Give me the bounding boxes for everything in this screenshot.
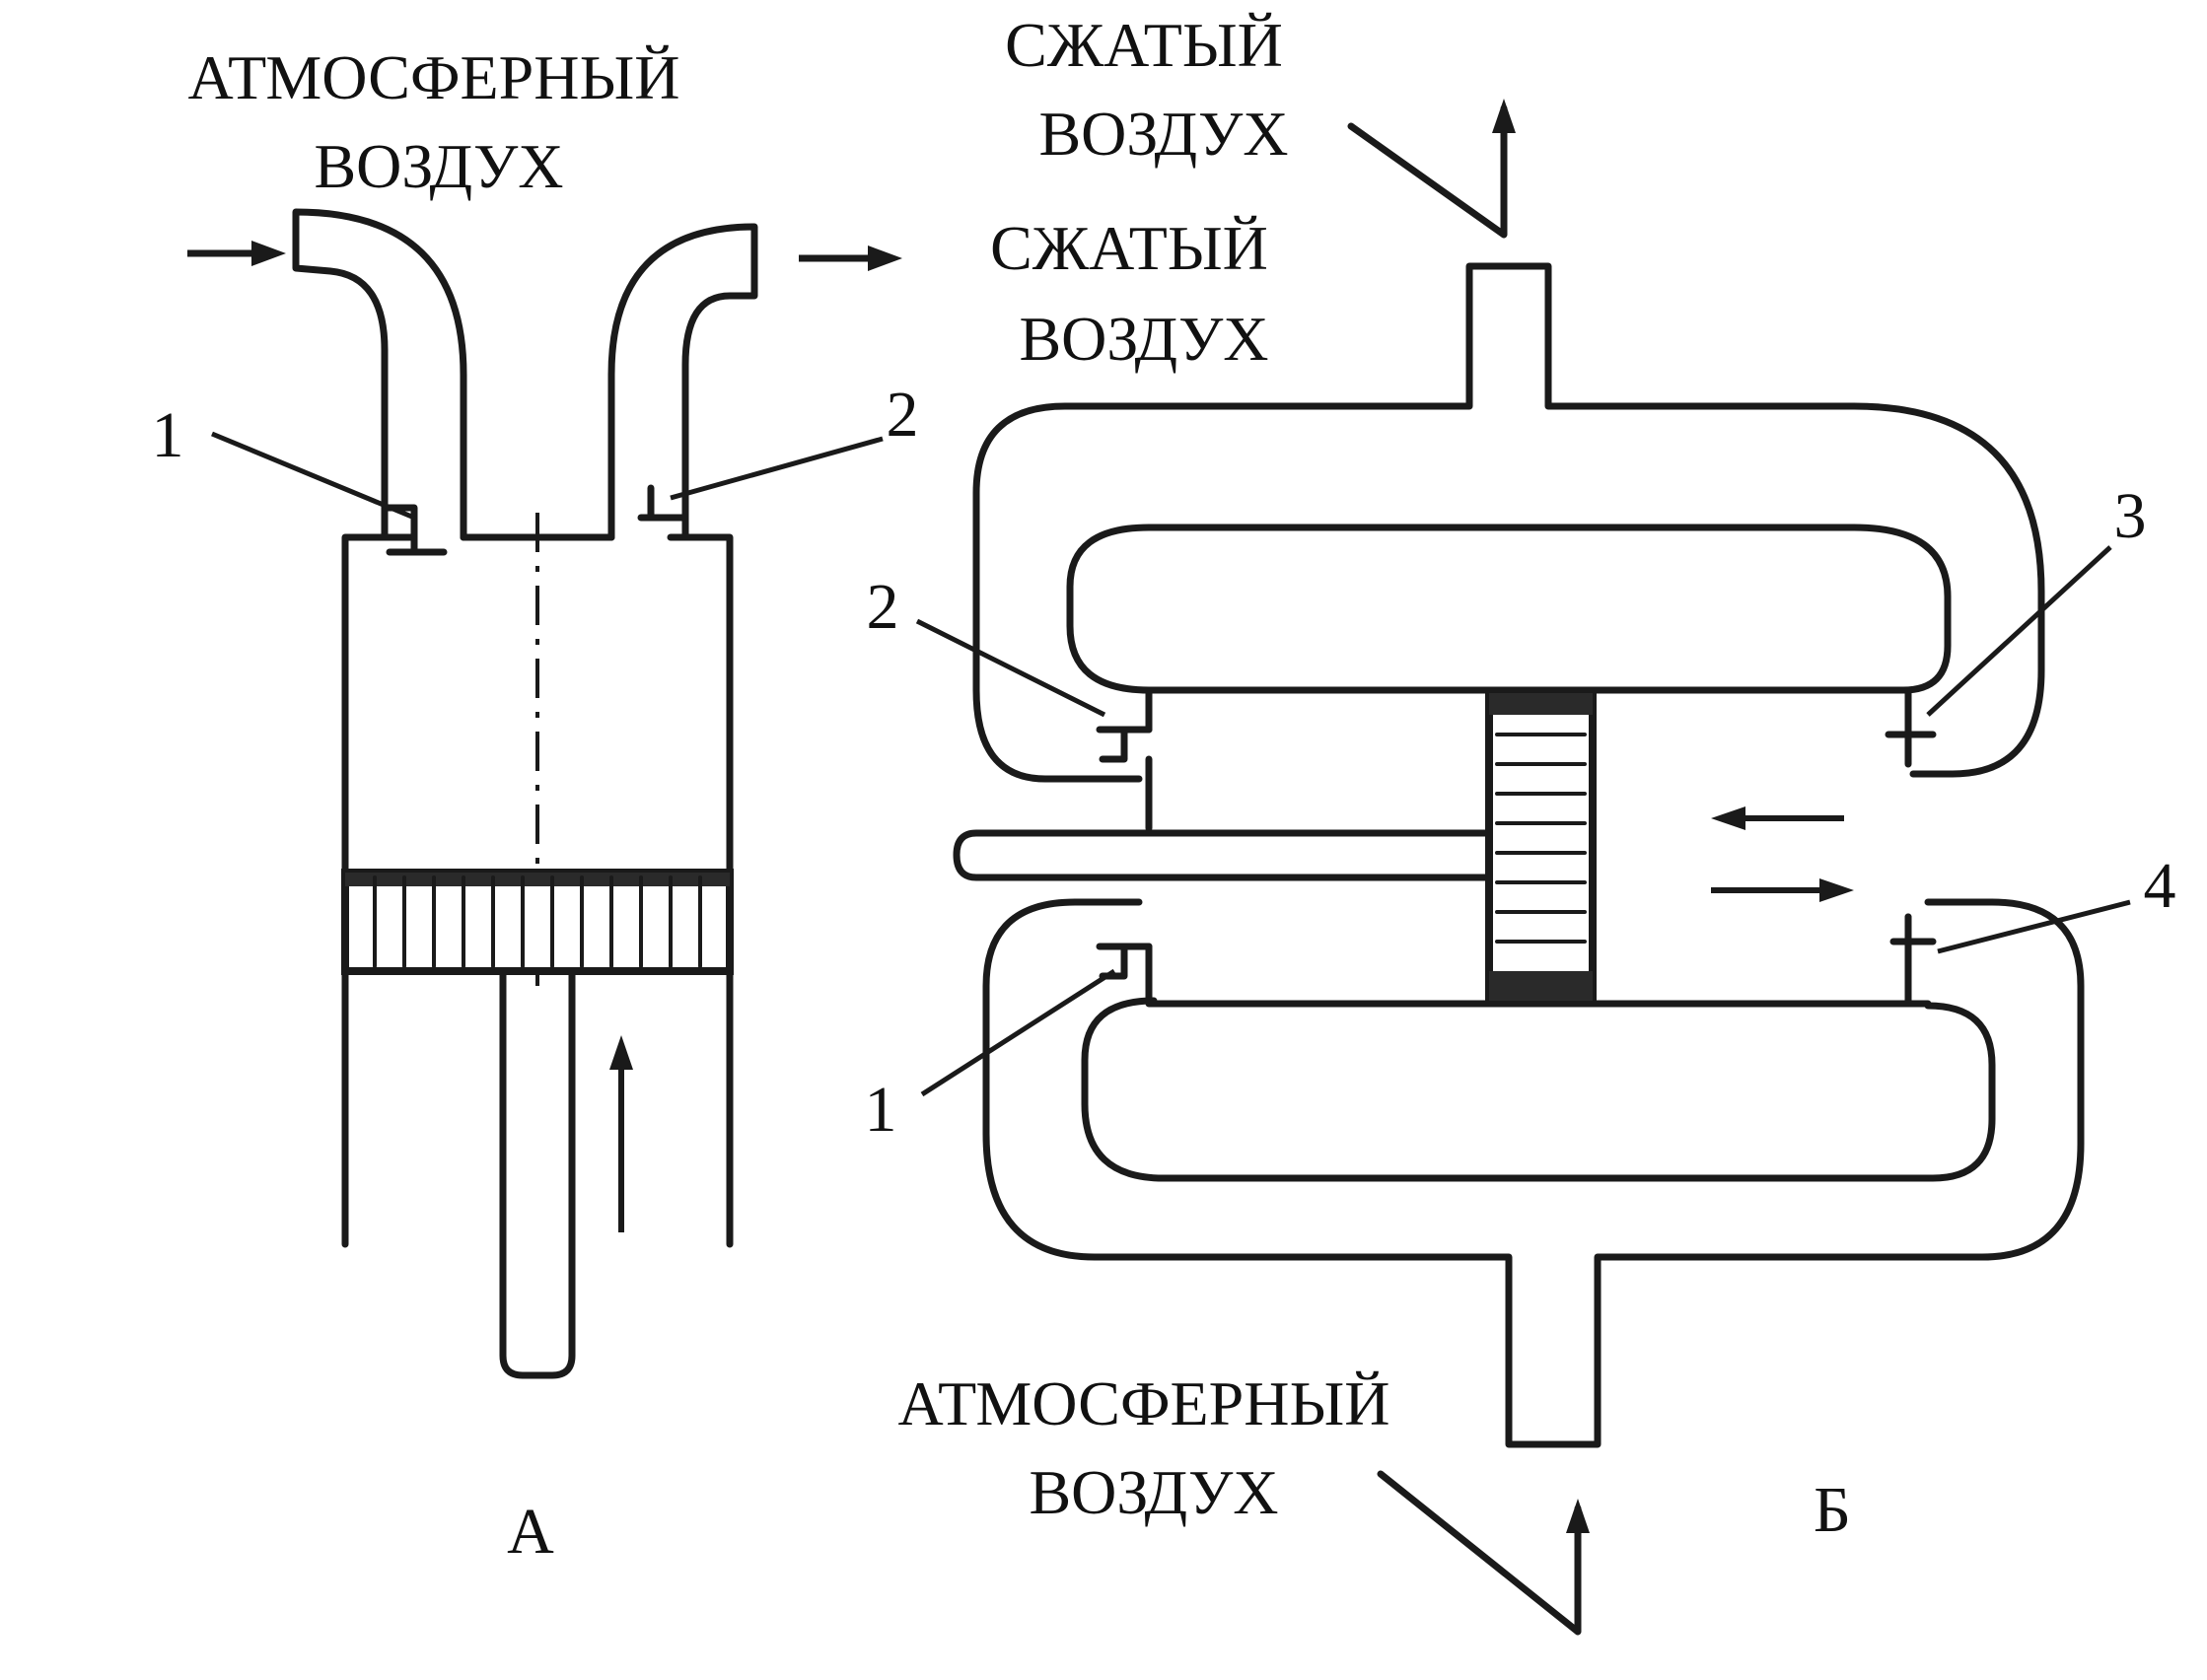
b-valve-4 xyxy=(1889,913,1937,945)
b-bottom-flow-arrow xyxy=(1377,1470,1590,1636)
b-leader-2 xyxy=(915,618,1106,718)
b-bottom-manifold xyxy=(982,898,2085,1448)
a-leader-1 xyxy=(211,431,415,521)
a-piston-rod xyxy=(499,967,576,1379)
a-outlet-pipe xyxy=(607,223,758,541)
label-top-compressed-line1: СЖАТЫЙ xyxy=(1005,10,1283,80)
b-leader-3 xyxy=(1926,545,2112,717)
b-leader-1 xyxy=(920,968,1116,1097)
label-a-atmospheric-line2: ВОЗДУХ xyxy=(314,131,563,201)
b-valve-2 xyxy=(1096,726,1153,763)
b-leader-4 xyxy=(1937,899,2131,954)
label-a-num-2: 2 xyxy=(887,379,919,451)
a-leader-2 xyxy=(670,436,884,501)
diagram-a xyxy=(187,208,902,1379)
label-b-num-2: 2 xyxy=(867,571,899,643)
b-top-manifold xyxy=(972,262,2045,783)
b-valve-1 xyxy=(1096,943,1153,980)
a-outlet-arrow xyxy=(799,245,902,271)
b-top-inner-loop xyxy=(1066,524,1952,694)
label-mid-compressed-line1: СЖАТЫЙ xyxy=(990,213,1268,283)
label-b-num-4: 4 xyxy=(2144,850,2176,922)
a-valve-1 xyxy=(381,504,448,556)
b-valve-3 xyxy=(1885,686,1937,738)
label-b-num-3: 3 xyxy=(2114,480,2147,552)
a-valve-2 xyxy=(637,484,689,522)
label-b-atmospheric-line1: АТМОСФЕРНЫЙ xyxy=(898,1368,1390,1438)
label-a-num-1: 1 xyxy=(152,399,184,471)
a-piston-arrow xyxy=(609,1035,633,1232)
b-piston-rod xyxy=(953,829,1493,881)
a-inlet-arrow xyxy=(187,241,286,266)
diagram-b xyxy=(915,99,2131,1636)
label-top-compressed-line2: ВОЗДУХ xyxy=(1038,99,1288,169)
label-b-num-1: 1 xyxy=(865,1074,897,1146)
b-arrow-right xyxy=(1711,878,1854,902)
caption-b: Б xyxy=(1814,1474,1851,1546)
a-piston xyxy=(341,869,734,975)
b-piston xyxy=(1485,689,1597,1005)
b-arrow-left xyxy=(1711,806,1844,830)
label-b-atmospheric-line2: ВОЗДУХ xyxy=(1029,1457,1278,1527)
b-top-flow-arrow xyxy=(1347,99,1516,239)
label-a-atmospheric-line1: АТМОСФЕРНЫЙ xyxy=(188,42,680,112)
b-bottom-inner-loop xyxy=(1081,997,1996,1182)
a-inlet-pipe xyxy=(292,208,467,541)
caption-a: А xyxy=(507,1496,554,1568)
label-mid-compressed-line2: ВОЗДУХ xyxy=(1019,304,1268,374)
